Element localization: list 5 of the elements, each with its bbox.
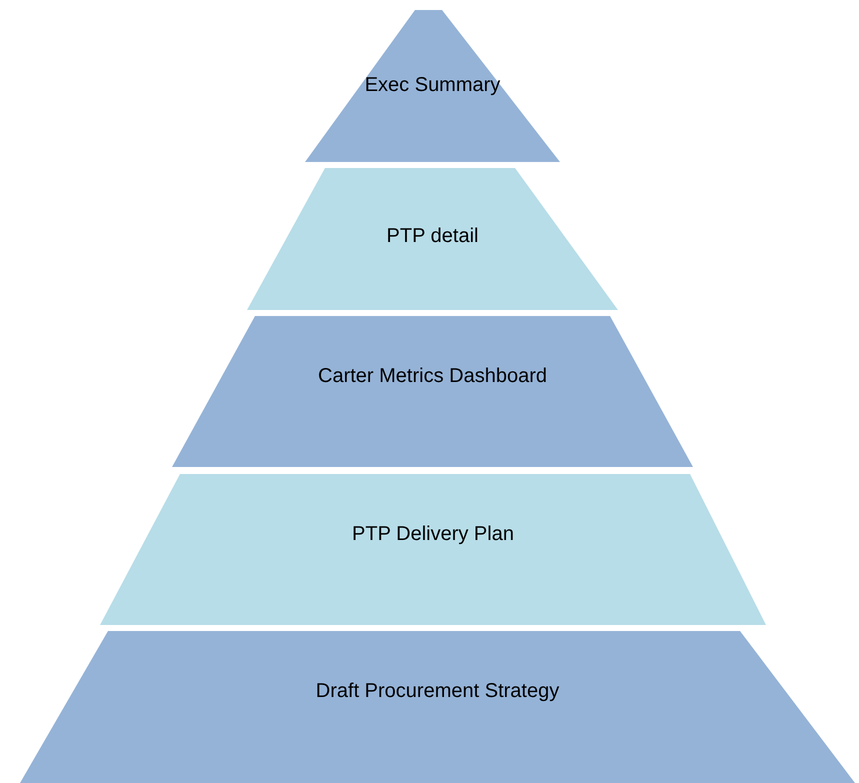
- tier-label: Carter Metrics Dashboard: [318, 365, 547, 387]
- tier-label: Draft Procurement Strategy: [316, 680, 560, 702]
- tier-label: PTP Delivery Plan: [352, 523, 514, 545]
- tier-label: PTP detail: [386, 225, 478, 247]
- tier-label: Exec Summary: [364, 74, 500, 96]
